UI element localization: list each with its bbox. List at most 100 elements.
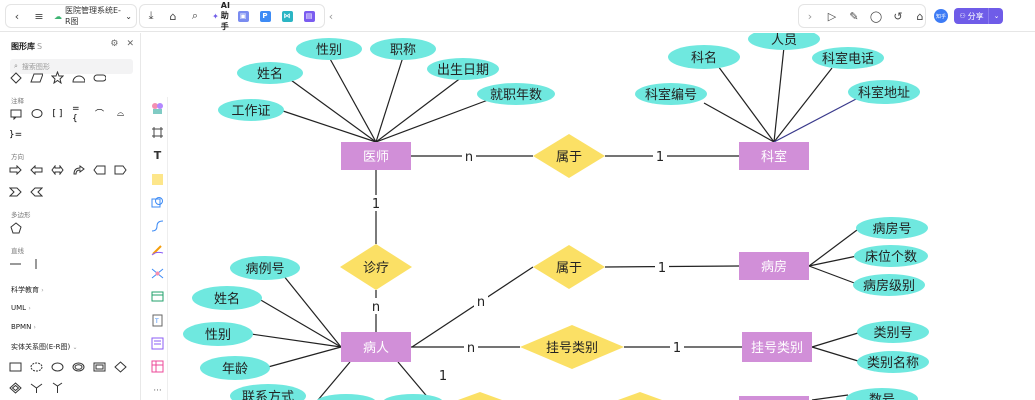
doc-text-tool-icon[interactable]: T <box>150 313 165 328</box>
horizontal-line-icon[interactable] <box>9 257 22 270</box>
attribute-ellipse[interactable] <box>854 245 928 267</box>
templates-icon[interactable] <box>150 101 165 116</box>
attribute-ellipse[interactable] <box>370 38 436 60</box>
text-tool-icon[interactable]: T <box>153 149 162 162</box>
attribute-ellipse[interactable] <box>477 83 555 105</box>
right-brace-icon[interactable]: }= <box>8 129 23 140</box>
menu-icon[interactable]: ≡ <box>34 9 44 23</box>
attribute-ellipse[interactable] <box>200 356 270 380</box>
share-button[interactable]: ⚇ 分享 <box>954 8 1003 24</box>
attribute-ellipse[interactable] <box>183 322 253 346</box>
p-plugin-icon[interactable]: P <box>254 5 276 27</box>
attribute-ellipse[interactable] <box>192 286 262 310</box>
shape-search-input[interactable]: ⌕ 搜索图形 <box>10 59 133 74</box>
mindmap-tool-icon[interactable] <box>150 266 165 281</box>
relationship-diamond-icon[interactable] <box>114 360 127 373</box>
attribute-ellipse[interactable] <box>296 38 362 60</box>
relationship-diamond[interactable] <box>458 392 502 400</box>
note-box-icon[interactable] <box>9 107 22 120</box>
attribute-ellipse[interactable] <box>427 58 499 80</box>
comment-icon[interactable]: ◯ <box>869 9 883 23</box>
weak-entity-icon[interactable] <box>93 360 106 373</box>
image-plugin-icon[interactable]: ▣ <box>232 5 254 27</box>
parallelogram-shape-icon[interactable] <box>30 71 43 84</box>
semicircle-shape-icon[interactable] <box>72 71 85 84</box>
vertical-line-icon[interactable] <box>30 257 43 270</box>
shape-tool-icon[interactable] <box>150 195 165 210</box>
share-dropdown-icon[interactable]: ⌄ <box>988 8 1004 24</box>
section-uml[interactable]: UML › <box>11 304 31 312</box>
attribute-ellipse[interactable] <box>848 80 920 104</box>
weak-relationship-icon[interactable] <box>9 381 22 394</box>
entity-rect[interactable] <box>742 332 812 362</box>
chevron-right-shape-icon[interactable] <box>9 185 22 198</box>
attribute-ellipse[interactable] <box>218 99 284 121</box>
speech-bubble-icon[interactable] <box>30 107 43 120</box>
document-title[interactable]: ☁ 医院管理系统E-R图 ⌄ <box>50 5 136 27</box>
table-tool-icon[interactable] <box>150 289 165 304</box>
play-icon[interactable]: ▷ <box>827 9 837 23</box>
bank-icon[interactable]: ⌂ <box>916 9 924 23</box>
attribute-ellipse[interactable] <box>853 274 925 296</box>
diagram-canvas[interactable]: n 1 1 n n 1 n 1 1 性别 <box>169 33 1035 400</box>
brace-icon[interactable]: ={ <box>72 103 80 124</box>
connector-tool-icon[interactable] <box>150 219 165 234</box>
relationship-diamond[interactable] <box>533 245 605 289</box>
frame-icon[interactable] <box>150 125 165 140</box>
tag-right-icon[interactable] <box>114 163 127 176</box>
entity-rect-icon[interactable] <box>9 360 22 373</box>
entity-rect[interactable] <box>341 332 411 362</box>
entity-rect[interactable] <box>341 142 411 170</box>
attribute-ellipse[interactable] <box>230 256 300 280</box>
attribute-ellipse[interactable] <box>230 384 306 400</box>
pen-tool-icon[interactable] <box>150 242 165 257</box>
chevron-left-shape-icon[interactable] <box>30 185 43 198</box>
ai-assistant-button[interactable]: ✦ AI助手 <box>210 1 232 31</box>
pentagon-shape-icon[interactable] <box>9 221 22 234</box>
attribute-ellipse-icon[interactable] <box>51 360 64 373</box>
diamond-shape-icon[interactable] <box>9 71 22 84</box>
collapse-icon[interactable]: ‹ <box>328 9 334 23</box>
attribute-ellipse[interactable] <box>856 217 928 239</box>
attribute-ellipse[interactable] <box>237 62 303 84</box>
relationship-diamond[interactable] <box>618 392 662 400</box>
relationship-diamond[interactable] <box>340 244 412 290</box>
avatar[interactable]: 知乎 <box>934 9 948 23</box>
attribute-ellipse[interactable] <box>316 394 376 400</box>
connector-split-icon[interactable] <box>51 381 64 394</box>
brace-down-icon[interactable]: ⌓ <box>116 108 125 119</box>
share-plugin-icon[interactable]: ⋈ <box>281 10 293 22</box>
section-bpmn[interactable]: BPMN › <box>11 323 36 331</box>
more-plugin-icon[interactable]: ▤ <box>298 5 320 27</box>
entity-rect[interactable] <box>739 252 809 280</box>
settings-icon[interactable]: ⚙ <box>110 39 119 49</box>
attribute-ellipse[interactable] <box>748 33 820 50</box>
multivalue-ellipse-icon[interactable] <box>72 360 85 373</box>
connector-fork-icon[interactable] <box>30 381 43 394</box>
attribute-ellipse[interactable] <box>857 321 929 343</box>
search-icon[interactable]: ⌕ <box>191 9 199 22</box>
attribute-dashed-ellipse-icon[interactable] <box>30 360 43 373</box>
more-tools-icon[interactable]: ··· <box>153 385 162 396</box>
arrow-both-icon[interactable] <box>51 163 64 176</box>
section-science[interactable]: 科学教育 › <box>11 285 44 295</box>
arrow-left-icon[interactable] <box>30 163 43 176</box>
download-icon[interactable]: ⤓ <box>148 9 154 22</box>
attribute-ellipse[interactable] <box>383 394 443 400</box>
entity-rect[interactable] <box>739 142 809 170</box>
attribute-ellipse[interactable] <box>812 47 884 69</box>
sticky-note-icon[interactable] <box>150 172 165 187</box>
relationship-diamond[interactable] <box>533 134 605 178</box>
arrow-right-icon[interactable] <box>9 163 22 176</box>
curved-arrow-icon[interactable] <box>72 163 85 176</box>
history-icon[interactable]: ↺ <box>893 9 903 23</box>
list-tool-icon[interactable] <box>150 336 165 351</box>
attribute-ellipse[interactable] <box>846 388 918 400</box>
rounded-rect-shape-icon[interactable] <box>93 71 106 84</box>
brace-up-icon[interactable]: ⌒ <box>94 110 104 120</box>
brush-icon[interactable]: ✎ <box>849 9 859 23</box>
attribute-ellipse[interactable] <box>635 83 707 105</box>
expand-icon[interactable]: › <box>807 9 813 23</box>
back-icon[interactable]: ‹ <box>14 9 20 23</box>
attribute-ellipse[interactable] <box>857 351 929 373</box>
